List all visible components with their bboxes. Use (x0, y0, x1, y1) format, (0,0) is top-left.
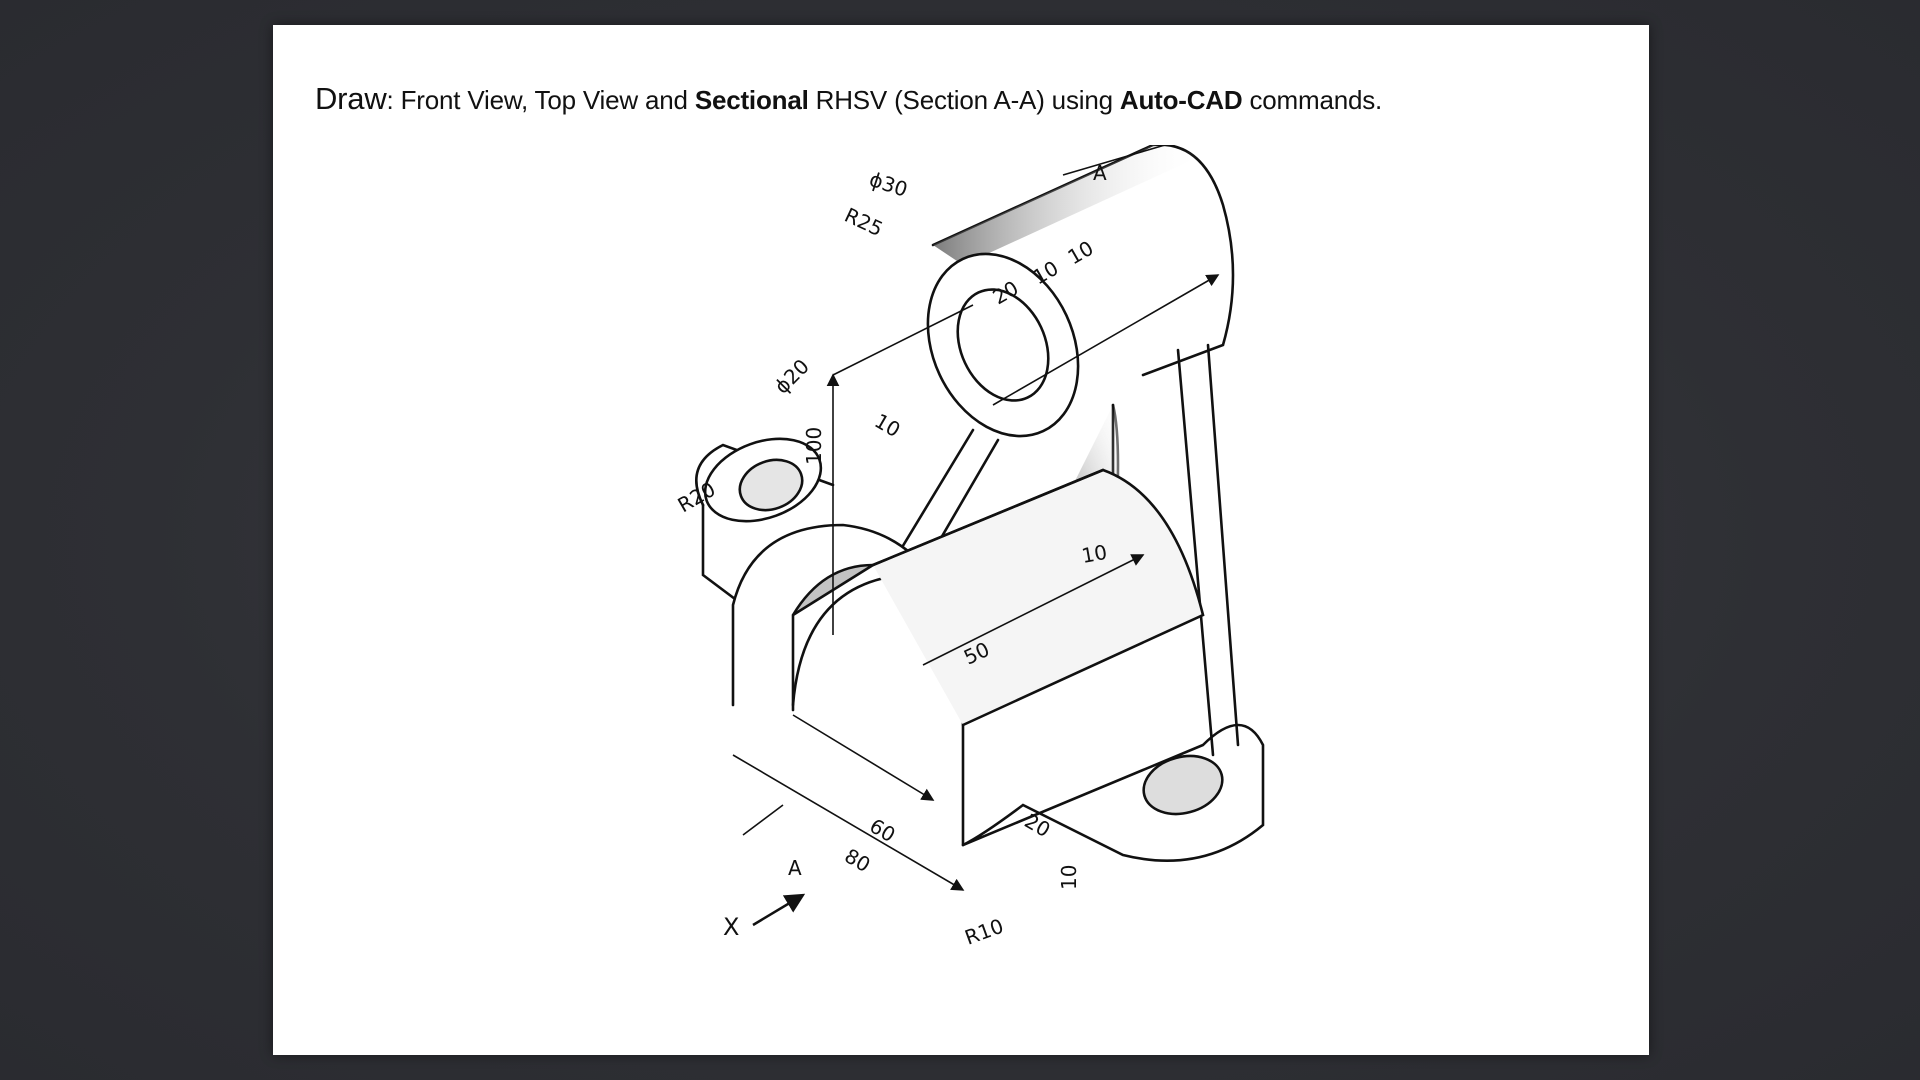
dim-rib-left: 10 (871, 409, 905, 443)
dim-base-offset: 20 (1021, 809, 1055, 843)
dim-hole-dia: ϕ20 (770, 354, 814, 398)
dim-inner-width: 60 (866, 814, 900, 848)
dim-top-outer-dia: ϕ30 (866, 167, 910, 202)
title-bold-autocad: Auto-CAD (1119, 85, 1243, 115)
instruction-title: Draw: Front View, Top View and Sectional… (315, 81, 1383, 116)
section-marker-top: A (1093, 161, 1107, 185)
title-bold-sectional: Sectional (694, 85, 809, 115)
dim-height: 100 (802, 427, 826, 465)
title-lead: Draw (315, 81, 387, 116)
view-direction-label: X (723, 913, 739, 941)
isometric-drawing-svg: ϕ30 R25 A 20 10 10 ϕ20 100 10 R20 10 50 … (674, 124, 1265, 950)
dim-fillet-radius: R10 (962, 914, 1007, 950)
dim-rib-right: 10 (1080, 540, 1109, 568)
view-direction-arrow-icon (752, 893, 806, 927)
section-marker-bottom: A (788, 856, 802, 880)
isometric-drawing: ϕ30 R25 A 20 10 10 ϕ20 100 10 R20 10 50 … (643, 124, 1383, 985)
dim-base-thickness: 10 (1057, 865, 1081, 890)
dim-top-radius: R25 (841, 203, 887, 241)
slide-page: Draw: Front View, Top View and Sectional… (273, 25, 1649, 1055)
dim-outer-width: 80 (841, 844, 875, 878)
